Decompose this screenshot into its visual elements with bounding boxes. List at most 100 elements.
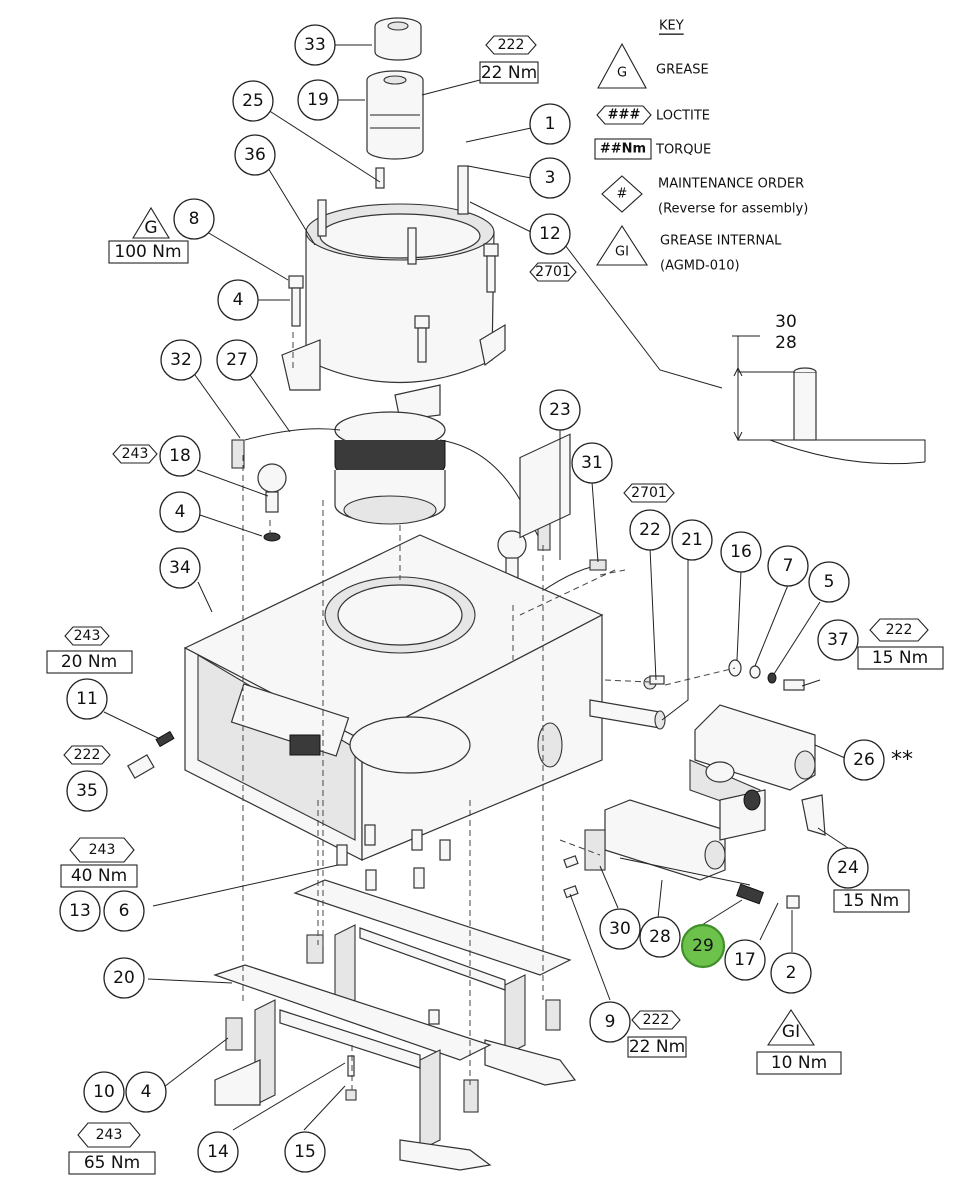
svg-text:14: 14 [207, 1142, 229, 1162]
feet-bolts [225, 934, 561, 1113]
callout-9: 9 [589, 1001, 631, 1043]
svg-text:222: 222 [643, 1012, 670, 1028]
callout-4-mid: 4 [159, 491, 201, 533]
callout-32: 32 [160, 339, 202, 381]
loctite-tag-243-40nm: 243 [69, 837, 135, 863]
svg-text:40 Nm: 40 Nm [71, 866, 127, 886]
svg-text:GREASE: GREASE [656, 63, 709, 78]
svg-text:243: 243 [74, 628, 101, 644]
svg-text:TORQUE: TORQUE [655, 143, 711, 158]
note-26-asterisks: ** [891, 748, 913, 773]
torque-10nm: 10 Nm [756, 1051, 842, 1075]
callout-24: 24 [827, 847, 869, 889]
callout-4-top: 4 [217, 279, 259, 321]
svg-text:28: 28 [649, 927, 671, 947]
callout-23: 23 [539, 389, 581, 431]
callout-31: 31 [571, 442, 613, 484]
key-maintenance-order: # MAINTENANCE ORDER (Reverse for assembl… [601, 175, 808, 217]
svg-text:10: 10 [93, 1082, 115, 1102]
svg-text:25: 25 [242, 91, 264, 111]
callout-6: 6 [103, 890, 145, 932]
callout-5: 5 [808, 561, 850, 603]
svg-text:(Reverse for assembly): (Reverse for assembly) [658, 202, 808, 217]
callout-36: 36 [234, 134, 276, 176]
loctite-tag-243-18: 243 [112, 444, 158, 464]
svg-text:8: 8 [189, 209, 200, 229]
main-frame [183, 433, 604, 861]
svg-text:2701: 2701 [535, 264, 571, 280]
svg-text:G: G [144, 218, 157, 238]
detail-label-28: 28 [775, 333, 797, 353]
housing-bolts [288, 165, 499, 363]
callout-7: 7 [767, 545, 809, 587]
callouts: 33 19 25 36 8 4 1 3 12 32 27 18 4 34 23 … [59, 24, 885, 1173]
svg-text:19: 19 [307, 90, 329, 110]
svg-text:21: 21 [681, 530, 703, 550]
loctite-tags: 222 2701 243 2701 243 222 222 243 222 24… [63, 35, 929, 1148]
svg-text:222: 222 [498, 37, 525, 53]
svg-text:30: 30 [609, 919, 631, 939]
loctite-tag-222-35: 222 [63, 745, 111, 765]
torque-22nm-9: 22 Nm [627, 1036, 687, 1058]
callout-2: 2 [770, 952, 812, 994]
torque-symbol-icon: ##Nm [600, 142, 646, 157]
loctite-tag-222-37: 222 [869, 618, 929, 642]
svg-text:1: 1 [545, 114, 556, 134]
svg-text:37: 37 [827, 630, 849, 650]
svg-text:26: 26 [853, 750, 875, 770]
svg-text:27: 27 [226, 350, 248, 370]
loctite-tag-243-65nm: 243 [77, 1122, 141, 1148]
loctite-symbol-icon: ### [608, 108, 641, 123]
svg-text:15 Nm: 15 Nm [843, 891, 899, 911]
grease-internal-triangle-2: GI [766, 1008, 816, 1046]
detail-label-30: 30 [775, 312, 797, 332]
svg-text:4: 4 [141, 1082, 152, 1102]
svg-text:16: 16 [730, 542, 752, 562]
svg-text:20 Nm: 20 Nm [61, 652, 117, 672]
svg-text:2701: 2701 [631, 485, 667, 501]
set-screw [127, 730, 175, 779]
svg-text:35: 35 [76, 781, 98, 801]
torque-boxes: 22 Nm 100 Nm 20 Nm 15 Nm 40 Nm 15 Nm 22 … [46, 61, 944, 1175]
loctite-tag-222-top: 222 [485, 35, 537, 55]
grease-internal-icon: GI [615, 245, 629, 260]
coupling-insert [374, 17, 422, 61]
key-torque: ##Nm TORQUE [594, 138, 711, 160]
torque-15nm-24: 15 Nm [833, 889, 910, 913]
drawing [127, 17, 926, 1171]
svg-text:5: 5 [824, 572, 835, 592]
callout-12: 12 [529, 213, 571, 255]
grease-symbols: G GI [132, 206, 816, 1046]
loctite-tag-243-11: 243 [64, 626, 110, 646]
svg-text:9: 9 [605, 1012, 616, 1032]
callout-16: 16 [720, 531, 762, 573]
callout-1: 1 [529, 103, 571, 145]
svg-text:GI: GI [782, 1022, 800, 1042]
torque-40nm: 40 Nm [60, 864, 138, 888]
svg-text:12: 12 [539, 224, 561, 244]
coupling-hub [366, 70, 424, 160]
base-frame-lower [213, 964, 492, 1171]
key-legend: KEY G GREASE ### LOCTITE ##Nm TORQUE # M… [594, 19, 808, 274]
loctite-tag-2701-12: 2701 [529, 262, 577, 282]
loctite-tag-2701-22: 2701 [623, 483, 675, 503]
svg-text:31: 31 [581, 453, 603, 473]
svg-text:10 Nm: 10 Nm [771, 1053, 827, 1073]
svg-text:34: 34 [169, 558, 191, 578]
torque-15nm-37: 15 Nm [857, 646, 944, 670]
torque-22nm-top: 22 Nm [479, 61, 539, 84]
svg-text:24: 24 [837, 858, 859, 878]
callout-10: 10 [83, 1071, 125, 1113]
upper-housing [281, 203, 506, 421]
callout-22: 22 [629, 509, 671, 551]
grease-symbol-icon: G [617, 66, 627, 81]
torque-100nm: 100 Nm [108, 240, 189, 264]
detail-view-pin [732, 335, 926, 465]
torque-65nm: 65 Nm [68, 1151, 156, 1175]
svg-text:100 Nm: 100 Nm [114, 242, 181, 262]
svg-text:GREASE INTERNAL: GREASE INTERNAL [660, 234, 782, 249]
bearing-assembly [334, 411, 446, 525]
callout-33: 33 [294, 24, 336, 66]
svg-text:22 Nm: 22 Nm [629, 1037, 685, 1057]
svg-text:11: 11 [76, 689, 98, 709]
